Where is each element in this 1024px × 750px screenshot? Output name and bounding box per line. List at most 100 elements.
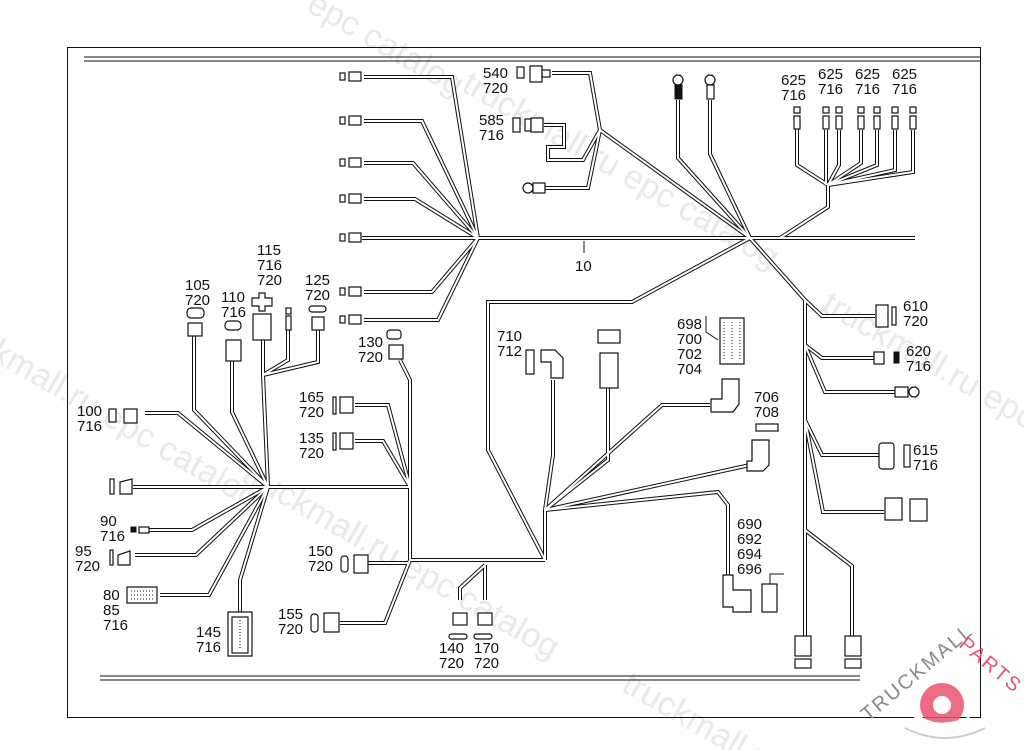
wire-inner [239, 486, 269, 612]
wire-inner [779, 185, 829, 239]
callout-line: 115 [257, 242, 281, 259]
harness-callout: 10 [575, 241, 592, 275]
wire-inner [544, 404, 710, 511]
wire-inner [827, 130, 896, 186]
connector-small [339, 193, 362, 204]
callout-line: 700 [677, 331, 702, 348]
connector-710 [525, 349, 564, 379]
wire [544, 489, 730, 580]
callout-line: 615 [913, 442, 938, 459]
wire-inner [796, 128, 829, 186]
wire-inner [355, 404, 411, 488]
ring-terminal [894, 386, 920, 398]
connector-625 [822, 106, 843, 130]
connector-625 [793, 106, 801, 130]
callout-line: 708 [754, 404, 779, 421]
callout-line: 716 [892, 81, 917, 98]
callout-line: 720 [257, 272, 282, 289]
connector-small [339, 71, 362, 82]
callout-line: 716 [221, 304, 246, 321]
callout-line: 704 [677, 361, 702, 378]
connector-540 [516, 65, 551, 83]
wire-inner [148, 486, 269, 531]
brand-logo: TRUCKMALL PARTS [857, 620, 1024, 739]
connector-small [339, 286, 362, 297]
callout-line: 85 [103, 602, 120, 619]
callout-line: 720 [358, 349, 383, 366]
callout-line: 696 [737, 561, 762, 578]
connector-130 [386, 329, 404, 360]
connector-615 [878, 442, 911, 470]
connector-150 [340, 554, 369, 574]
connector-90 [130, 526, 150, 534]
wire-inner [544, 124, 601, 161]
connector-706 [755, 423, 779, 432]
connector-625 [857, 106, 881, 130]
callout-line: 135 [299, 430, 324, 447]
callout-line: 716 [479, 127, 504, 144]
callout-line: 625 [818, 66, 843, 83]
connector-angle [710, 378, 740, 413]
connector-110 [224, 320, 242, 362]
wire-inner [355, 440, 411, 488]
callout-line: 130 [358, 334, 383, 351]
wire-inner [364, 76, 479, 239]
connector-100 [108, 408, 138, 424]
wire-inner [827, 130, 840, 186]
connector-layer [108, 65, 928, 669]
callout-line: 716 [103, 617, 128, 634]
connector-small [339, 157, 362, 168]
connector-625 [891, 106, 917, 130]
wire-inner [364, 162, 479, 239]
wire-inner [544, 464, 751, 511]
wire-inner [804, 344, 878, 359]
connector-small [339, 232, 362, 243]
connector-unlabeled [109, 478, 133, 495]
callout-line: 110 [221, 289, 245, 306]
wire-inner [804, 344, 895, 393]
wire [364, 75, 480, 239]
callout-line: 155 [278, 606, 303, 623]
connector-155 [310, 612, 340, 633]
wire-layer [133, 71, 915, 636]
wire [364, 237, 480, 322]
wire-inner [364, 198, 479, 239]
connector-angle [746, 439, 770, 472]
connector-105 [186, 307, 205, 337]
connector-620 [873, 351, 900, 365]
harness-label: 10 [575, 258, 592, 275]
callout-line: 720 [483, 80, 508, 97]
wire-inner [827, 130, 862, 186]
callout-line: 698 [677, 316, 702, 333]
callout-line: 716 [257, 257, 282, 274]
watermark-text: epc catalog [301, 0, 471, 104]
callout-line: 716 [100, 528, 125, 545]
wire-inner [804, 529, 853, 636]
callout-line: 95 [75, 543, 92, 560]
connector-right-pair [884, 497, 928, 522]
callout-line: 165 [299, 389, 324, 406]
connector-95 [109, 549, 131, 566]
wire-inner [804, 419, 884, 513]
callout-line: 720 [308, 558, 333, 575]
callout-line: 716 [913, 457, 938, 474]
connector-690 [722, 573, 784, 613]
ring-terminal [704, 74, 716, 100]
wire [803, 343, 878, 360]
wire-inner [364, 237, 479, 321]
callout-line: 625 [892, 66, 917, 83]
callout-line: 716 [818, 81, 843, 98]
wire [543, 380, 555, 511]
wire-inner [544, 490, 729, 580]
